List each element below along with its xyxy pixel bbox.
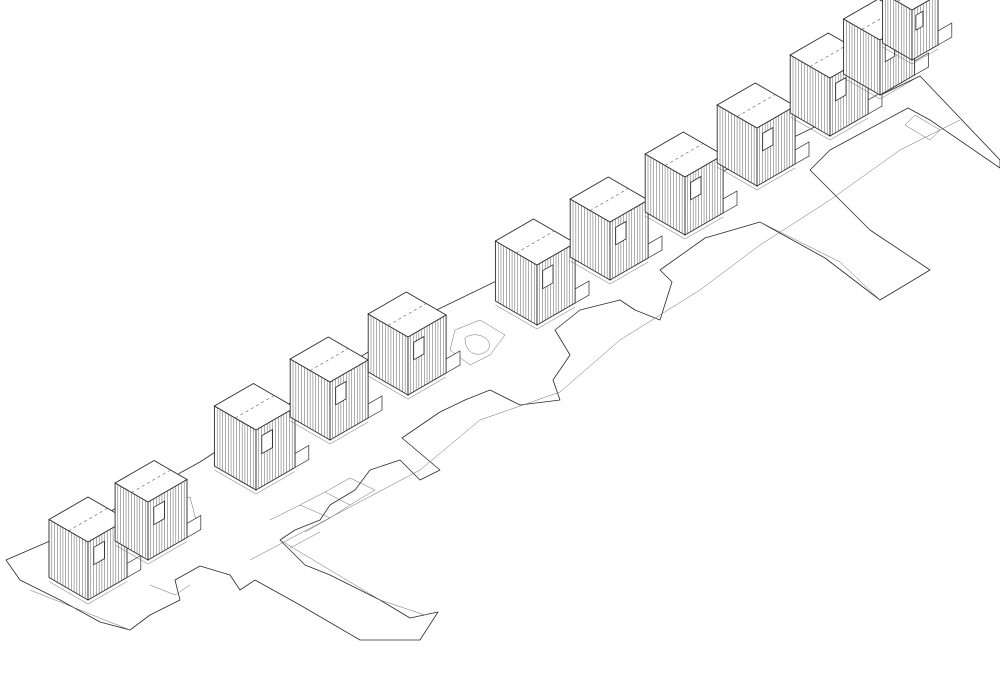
roof-ridge-9 — [736, 94, 776, 117]
roof-ridge-2 — [131, 469, 171, 493]
street-edge — [29, 119, 961, 631]
roof-ridge-7 — [589, 188, 629, 211]
window-4 — [335, 380, 347, 406]
plinth-11 — [843, 77, 915, 100]
roof-12 — [893, 0, 931, 11]
house-9 — [716, 82, 810, 191]
house-4 — [289, 336, 383, 445]
annex-12 — [937, 22, 953, 46]
annex-8 — [722, 190, 738, 214]
cladding-9 — [719, 106, 793, 185]
annex-7 — [647, 235, 663, 259]
window-3 — [261, 428, 273, 455]
parking-stripes — [269, 477, 376, 549]
roof-9 — [716, 82, 796, 129]
house-2 — [114, 459, 202, 565]
house-row — [48, 0, 953, 605]
annex-6 — [574, 280, 590, 304]
plinth-3 — [214, 469, 296, 495]
window-5 — [413, 335, 425, 361]
annex-2 — [186, 514, 202, 539]
annex-5 — [445, 350, 461, 374]
roof-ridge-5 — [387, 303, 427, 326]
roof-ridge-3 — [235, 395, 275, 419]
window-1 — [93, 540, 105, 566]
plinth-4 — [290, 420, 369, 445]
window-7 — [615, 220, 627, 246]
annex-9 — [794, 141, 810, 165]
plinth-9 — [717, 166, 796, 191]
plinth-5 — [368, 375, 447, 400]
plinth-7 — [570, 260, 649, 285]
cladding-6 — [497, 242, 573, 324]
window-10 — [835, 76, 847, 102]
window-12 — [915, 10, 924, 31]
cladding-5 — [370, 315, 444, 394]
roof-ridge-10 — [809, 44, 849, 67]
plinth-12 — [882, 46, 939, 65]
window-6 — [542, 264, 554, 290]
annex-3 — [294, 444, 310, 469]
roof-5 — [367, 291, 447, 338]
corner-plot — [904, 114, 941, 141]
site-ground — [5, 75, 1000, 641]
house-3 — [213, 382, 310, 495]
window-2 — [153, 500, 165, 526]
annex-4 — [367, 395, 383, 419]
plinth-10 — [790, 116, 869, 141]
house-10 — [789, 32, 883, 141]
roof-4 — [289, 336, 369, 383]
house-12 — [882, 0, 953, 65]
plinth-1 — [48, 581, 128, 605]
plinth-8 — [645, 215, 724, 240]
plinth-2 — [114, 541, 188, 565]
window-9 — [762, 126, 774, 152]
roof-ridge-8 — [664, 143, 704, 166]
roof-ridge-1 — [68, 507, 108, 532]
house-1 — [48, 496, 142, 605]
roof-ridge-6 — [516, 230, 555, 254]
house-8 — [644, 131, 738, 240]
road-line — [279, 221, 881, 616]
site-boundary — [5, 75, 1000, 641]
roof-ridge-4 — [309, 348, 349, 371]
cladding-2 — [117, 481, 185, 559]
roof-ridge-11 — [861, 9, 897, 30]
roof-7 — [569, 176, 649, 223]
plinth-6 — [495, 304, 576, 330]
house-5 — [367, 291, 461, 400]
roof-8 — [644, 131, 724, 178]
window-8 — [690, 175, 702, 201]
